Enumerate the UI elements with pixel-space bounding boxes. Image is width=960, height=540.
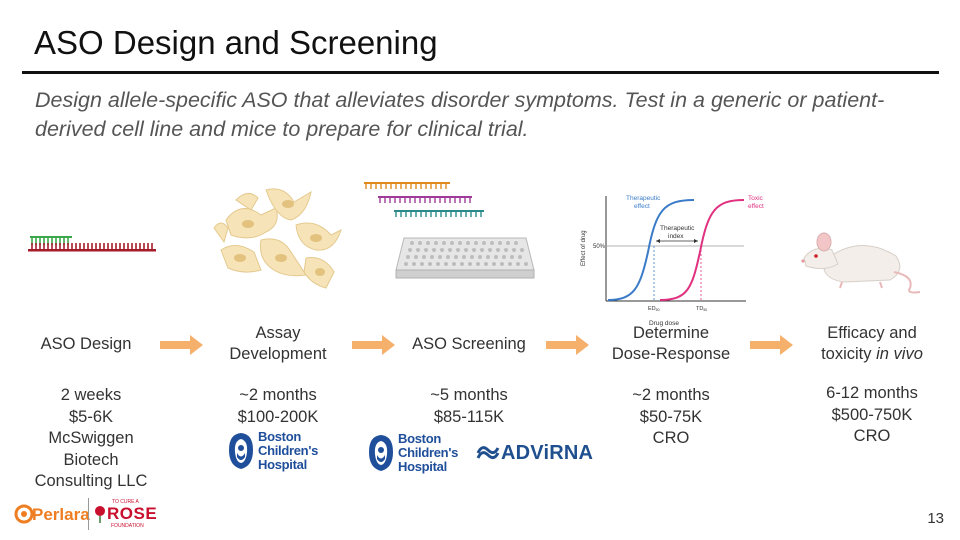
perlara-text: Perlara (32, 505, 90, 524)
toxic-curve (659, 199, 745, 301)
step-label-line: ASO Screening (412, 335, 526, 353)
detail-line: $85-115K (433, 407, 505, 426)
rose-main-text: ROSE (107, 504, 158, 523)
step-assay-development-details: ~2 months $100-200K (214, 385, 342, 428)
cells-illustration (213, 188, 342, 289)
step-aso-design-label: ASO Design (26, 334, 146, 355)
step-label-italic: in vivo (876, 345, 923, 363)
step-aso-design-details: 2 weeks $5-6K McSwiggen Biotech Consulti… (16, 385, 166, 493)
detail-line: Biotech (63, 450, 119, 469)
mouse-illustration (801, 232, 921, 294)
detail-line: 6-12 months (826, 384, 918, 402)
teal-oligo (394, 210, 484, 217)
logo-divider (88, 498, 89, 530)
therapeutic-label-2: effect (634, 203, 650, 210)
step-label-line: Dose-Response (611, 345, 731, 363)
toxic-label-2: effect (748, 203, 764, 210)
detail-line: ~2 months (239, 386, 317, 404)
bch-emblem-icon (369, 435, 393, 471)
td50-label: TD50 (696, 306, 707, 312)
y-axis-label: Effect of drug (581, 230, 587, 266)
bch-text-line: Boston (398, 431, 441, 446)
step-dose-response-details: ~2 months $50-75K CRO (598, 385, 744, 450)
title-divider (22, 71, 939, 74)
bch-text-line: Hospital (258, 457, 307, 472)
detail-line: 2 weeks (60, 386, 122, 404)
step-label-line: Efficacy and (827, 324, 917, 342)
step-aso-screening-details: ~5 months $85-115K (398, 385, 540, 428)
step-label-line: ASO Design (40, 335, 132, 353)
detail-line: $100-200K (237, 407, 319, 426)
detail-line: $500-750K (831, 405, 913, 424)
arrow-right-icon (750, 335, 793, 355)
arrow-right-icon (160, 335, 203, 355)
bch-text-line: Hospital (398, 459, 447, 474)
step-label-text: toxicity (821, 345, 877, 363)
step-aso-screening-label: ASO Screening (398, 334, 540, 355)
bch-emblem-icon (229, 433, 253, 469)
page-number: 13 (927, 510, 944, 527)
step-efficacy-details: 6-12 months $500-750K CRO (796, 383, 948, 448)
rose-flower-icon (95, 506, 105, 523)
aso-strand-illustration (28, 236, 156, 252)
toxic-label-1: Toxic (748, 195, 764, 202)
orange-oligo (364, 182, 450, 189)
y-tick-50: 50% (593, 244, 606, 250)
well-plate (395, 237, 535, 279)
step-label-line: Development (229, 345, 327, 363)
detail-line: ~5 months (430, 386, 508, 404)
detail-line: CRO (652, 429, 690, 447)
step-assay-development-label: Assay Development (214, 323, 342, 365)
detail-line: CRO (853, 427, 891, 445)
advirna-logo: ADViRNA (476, 440, 594, 468)
detail-line: $50-75K (639, 407, 703, 426)
step-dose-response-label: Determine Dose-Response (598, 323, 744, 365)
step-label-line: Assay (255, 324, 301, 342)
step-label-line: Determine (632, 324, 710, 342)
red-strand (28, 243, 156, 252)
index-label-1: Therapeutic (660, 225, 695, 232)
x-axis-label: Drug dose (649, 320, 679, 327)
advirna-emblem-icon (476, 446, 500, 460)
arrow-right-icon (546, 335, 589, 355)
index-label-2: index (668, 233, 684, 240)
perlara-logo: Perlara (14, 500, 94, 530)
detail-line: Consulting LLC (34, 472, 148, 490)
slide-subtitle: Design allele-specific ASO that alleviat… (35, 88, 885, 141)
therapeutic-label-1: Therapeutic (626, 195, 661, 202)
detail-line: ~2 months (632, 386, 710, 404)
therapeutic-curve (607, 199, 695, 301)
rose-foundation-logo: TO CURE A ROSE FOUNDATION (94, 499, 164, 531)
arrow-right-icon (352, 335, 395, 355)
purple-oligo (378, 196, 472, 203)
dose-response-chart: Therapeutic effect Toxic effect Therapeu… (581, 195, 764, 327)
ed50-label: ED50 (648, 306, 660, 312)
advirna-text: ADViRNA (501, 442, 594, 464)
bch-logo-1: Boston Children's Hospital (228, 430, 338, 474)
bch-text-line: Children's (398, 445, 459, 460)
bch-text-line: Boston (258, 429, 301, 444)
slide-title: ASO Design and Screening (34, 24, 438, 61)
perlara-emblem-icon (14, 504, 34, 524)
bch-logo-2: Boston Children's Hospital (368, 432, 478, 476)
step-efficacy-label: Efficacy and toxicity in vivo (796, 323, 948, 365)
bch-text-line: Children's (258, 443, 319, 458)
screening-plate-illustration (364, 182, 535, 279)
detail-line: $5-6K (68, 407, 114, 426)
rose-bottom-text: FOUNDATION (111, 523, 144, 529)
detail-line: McSwiggen (48, 429, 134, 447)
rose-top-text: TO CURE A (112, 499, 139, 505)
step-label-line: toxicity in vivo (796, 344, 948, 365)
